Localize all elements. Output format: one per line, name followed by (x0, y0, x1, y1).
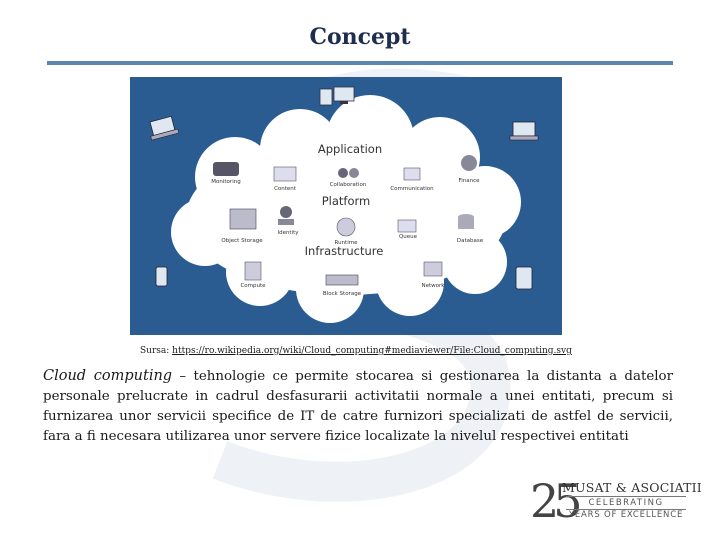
laptop-left-icon (149, 115, 180, 141)
source-link[interactable]: https://ro.wikipedia.org/wiki/Cloud_comp… (172, 346, 572, 356)
finance-icon (461, 155, 477, 171)
label-object-storage: Object Storage (221, 238, 263, 244)
definition-term: Cloud computing (43, 368, 173, 384)
logo-celebrating: CELEBRATING (566, 496, 686, 510)
title-divider (47, 61, 673, 65)
label-compute: Compute (240, 283, 266, 289)
logo-number: 25 (530, 474, 582, 528)
slide-title: Concept (309, 24, 411, 50)
label-runtime: Runtime (335, 240, 359, 246)
label-collaboration: Collaboration (330, 182, 367, 188)
desktop-server-icon (319, 86, 355, 106)
label-network: Network (422, 283, 446, 289)
communication-icon (403, 167, 421, 181)
label-queue: Queue (399, 234, 418, 240)
tablet-icon (515, 266, 533, 290)
queue-icon (397, 219, 417, 233)
label-infrastructure: Infrastructure (305, 244, 384, 258)
laptop-right-icon (509, 121, 539, 141)
label-finance: Finance (458, 178, 480, 184)
label-database: Database (457, 238, 484, 244)
source-prefix: Sursa: (140, 346, 173, 356)
label-identity: Identity (277, 230, 299, 236)
image-source-caption: Sursa: https://ro.wikipedia.org/wiki/Clo… (140, 346, 572, 356)
compute-icon (244, 261, 262, 281)
logo-years: YEARS OF EXCELLENCE (568, 510, 684, 520)
label-platform: Platform (322, 194, 371, 208)
database-icon (458, 214, 474, 229)
musat-asociatii-logo: 25 MUSAT & ASOCIATII CELEBRATING YEARS O… (530, 474, 702, 528)
label-communication: Communication (390, 186, 434, 192)
network-icon (423, 261, 443, 277)
cloud-diagram-svg: Application Platform Infrastructure Moni… (130, 77, 562, 335)
label-application: Application (318, 142, 382, 156)
cloud-computing-diagram: Application Platform Infrastructure Moni… (130, 77, 562, 335)
block-storage-icon (325, 274, 359, 286)
label-content: Content (274, 186, 297, 192)
monitoring-icon (213, 162, 239, 176)
definition-text: – tehnologie ce permite stocarea si gest… (43, 369, 673, 444)
runtime-icon (336, 217, 356, 237)
definition-paragraph: Cloud computing – tehnologie ce permite … (43, 366, 673, 447)
identity-icon (278, 206, 294, 225)
collaboration-icon (338, 168, 359, 178)
logo-firm-name: MUSAT & ASOCIATII (562, 480, 702, 495)
content-icon (273, 166, 297, 182)
label-block-storage: Block Storage (323, 291, 362, 297)
label-monitoring: Monitoring (211, 179, 240, 185)
object-storage-icon (229, 208, 257, 230)
phone-icon (155, 266, 168, 287)
